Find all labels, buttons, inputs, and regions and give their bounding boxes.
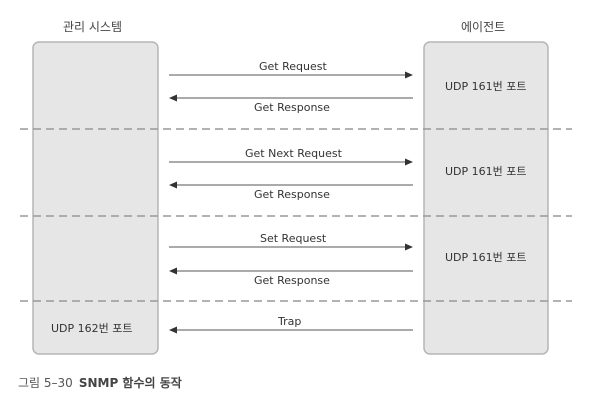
agent-port-label: UDP 161번 포트 <box>445 251 527 264</box>
agent-title: 에이전트 <box>461 20 506 34</box>
agent-box <box>423 41 549 355</box>
arrow-get-next-request <box>169 158 413 166</box>
arrow-trap <box>169 326 413 334</box>
message-label: Get Response <box>254 274 330 287</box>
arrow-set-request <box>169 243 413 251</box>
arrow-get-response-1 <box>169 94 413 102</box>
message-label: Trap <box>278 315 302 328</box>
agent-port-label: UDP 161번 포트 <box>445 80 527 93</box>
message-label: Get Next Request <box>245 147 342 160</box>
agent-port-label: UDP 161번 포트 <box>445 165 527 178</box>
message-label: Get Response <box>254 188 330 201</box>
message-label: Set Request <box>260 232 327 245</box>
manager-port-label: UDP 162번 포트 <box>51 322 133 335</box>
message-label: Get Response <box>254 101 330 114</box>
message-label: Get Request <box>259 60 327 73</box>
manager-title: 관리 시스템 <box>63 20 123 34</box>
arrow-get-request <box>169 71 413 79</box>
figure-title: SNMP 함수의 동작 <box>78 376 182 390</box>
arrow-get-response-3 <box>169 267 413 275</box>
arrow-get-response-2 <box>169 181 413 189</box>
manager-box <box>32 41 159 355</box>
figure-caption: 그림 5–30 SNMP 함수의 동작 <box>18 374 182 391</box>
figure-number: 그림 5–30 <box>18 376 73 390</box>
